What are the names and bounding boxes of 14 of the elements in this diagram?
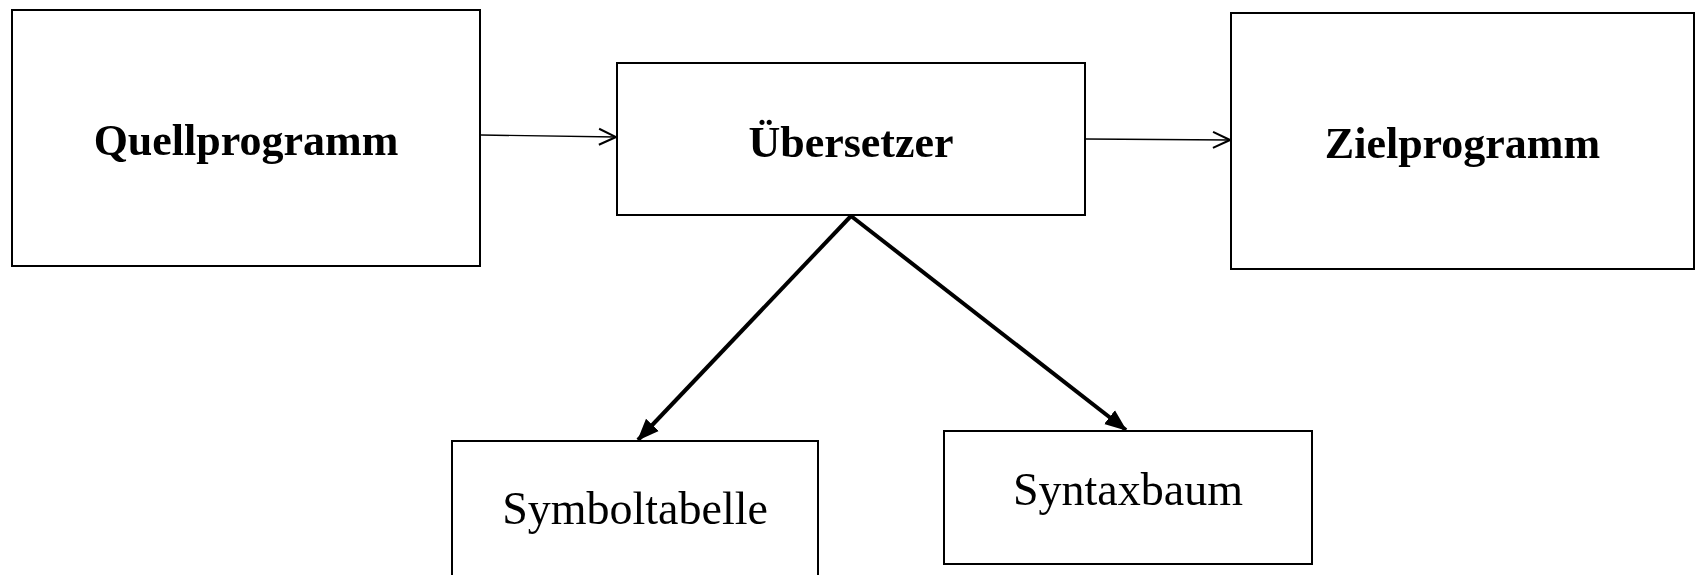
arrow [849,214,1128,432]
node-label: Quellprogramm [93,114,399,166]
process-box [11,9,481,267]
node-label: Übersetzer [748,116,954,168]
node-label: Syntaxbaum [1013,463,1243,516]
process-box [1230,12,1695,270]
process-box [943,430,1313,565]
process-box [616,62,1086,216]
arrow [1085,130,1231,149]
node-label: Zielprogramm [1324,117,1601,169]
process-box [451,440,819,575]
arrow [480,127,617,146]
arrow [636,214,853,442]
node-label: Symboltabelle [502,482,768,535]
